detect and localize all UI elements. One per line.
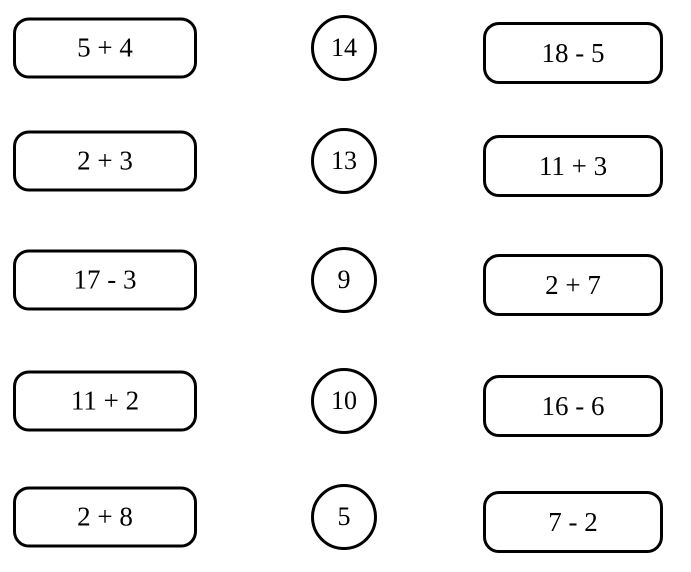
expression-label: 11 + 3 <box>538 150 608 181</box>
expression-label: 18 - 5 <box>541 37 605 68</box>
answer-circle[interactable]: 13 <box>311 128 377 194</box>
expression-label: 5 + 4 <box>77 32 133 63</box>
expression-label: 2 + 3 <box>77 145 133 176</box>
expression-box-left[interactable]: 2 + 8 <box>13 486 197 548</box>
worksheet-row: 17 - 3 9 2 + 7 <box>0 247 691 316</box>
expression-label: 7 - 2 <box>548 506 598 537</box>
expression-box-right[interactable]: 16 - 6 <box>483 375 663 437</box>
expression-label: 2 + 8 <box>77 501 133 532</box>
expression-box-left[interactable]: 5 + 4 <box>13 17 197 79</box>
worksheet-row: 5 + 4 14 18 - 5 <box>0 15 691 84</box>
answer-circle[interactable]: 9 <box>311 247 377 313</box>
answer-circle[interactable]: 10 <box>311 368 377 434</box>
expression-box-right[interactable]: 2 + 7 <box>483 254 663 316</box>
expression-label: 17 - 3 <box>73 264 137 295</box>
answer-label: 9 <box>337 265 351 294</box>
expression-label: 2 + 7 <box>545 269 601 300</box>
expression-box-right[interactable]: 11 + 3 <box>483 135 663 197</box>
expression-box-right[interactable]: 18 - 5 <box>483 22 663 84</box>
expression-box-left[interactable]: 11 + 2 <box>13 370 197 432</box>
answer-label: 13 <box>331 146 357 175</box>
expression-label: 11 + 2 <box>70 385 140 416</box>
answer-label: 10 <box>331 386 357 415</box>
worksheet-row: 2 + 8 5 7 - 2 <box>0 484 691 553</box>
expression-box-left[interactable]: 17 - 3 <box>13 249 197 311</box>
answer-label: 5 <box>337 502 351 531</box>
worksheet-row: 11 + 2 10 16 - 6 <box>0 368 691 437</box>
answer-label: 14 <box>331 33 357 62</box>
worksheet-row: 2 + 3 13 11 + 3 <box>0 128 691 197</box>
expression-box-left[interactable]: 2 + 3 <box>13 130 197 192</box>
expression-box-right[interactable]: 7 - 2 <box>483 491 663 553</box>
answer-circle[interactable]: 5 <box>311 484 377 550</box>
expression-label: 16 - 6 <box>541 390 605 421</box>
answer-circle[interactable]: 14 <box>311 15 377 81</box>
